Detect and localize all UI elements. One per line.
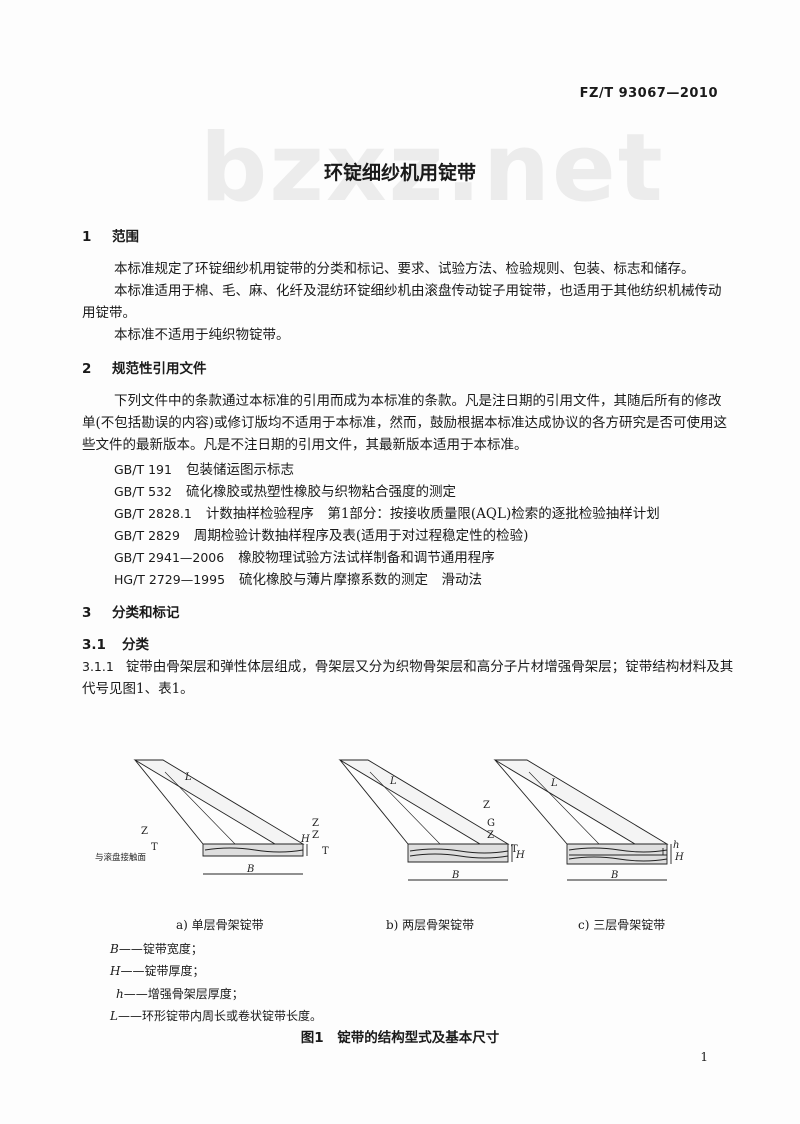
caption-a: a) 单层骨架锭带	[176, 918, 264, 932]
label-G: G	[487, 818, 495, 829]
watermark: bzxz.net	[200, 114, 665, 223]
figure-title: 图1 锭带的结构型式及基本尺寸	[300, 1030, 500, 1046]
section-title: 范围	[112, 229, 139, 245]
document-title: 环锭细纱机用锭带	[323, 162, 476, 184]
clause-number: 3.1.1	[82, 659, 114, 674]
label-contact-surface: 与滚盘接触面	[95, 852, 147, 863]
section-number: 2	[82, 361, 92, 377]
length-arrow	[164, 771, 236, 845]
paragraph: 本标准适用于棉、毛、麻、化纤及混纺环锭细纱机由滚盘传动锭子用锭带，也适用于其他纺…	[82, 283, 722, 321]
label-L: L	[550, 778, 558, 789]
fabric-layer-line	[568, 856, 668, 862]
label-h: h	[673, 840, 679, 851]
figure-c-three-layer: L Z G Z T H h B	[483, 759, 684, 881]
section-2-heading: 2 规范性引用文件	[82, 357, 207, 377]
caption-c: c) 三层骨架锭带	[578, 918, 666, 932]
paragraph: 本标准不适用于纯织物锭带。	[114, 327, 290, 343]
belt-cross-section	[566, 843, 668, 865]
standard-code: FZ/T 93067—2010	[579, 86, 718, 101]
label-L: L	[184, 772, 192, 783]
legend-item: H——锭带厚度；	[110, 964, 205, 978]
belt-edge-line	[494, 759, 568, 845]
belt-structure-figure: L Z T H B 与滚盘接触面 L Z Z T H B	[95, 759, 684, 881]
paragraph: 下列文件中的条款通过本标准的引用而成为本标准的条款。凡是注日期的引用文件，其随后…	[82, 393, 728, 453]
paragraph: 本标准规定了环锭细纱机用锭带的分类和标记、要求、试验方法、检验规则、包装、标志和…	[114, 261, 695, 277]
label-T: T	[151, 842, 158, 853]
page-number: 1	[700, 1050, 708, 1064]
label-H: H	[674, 852, 684, 863]
belt-cross-section	[407, 843, 509, 863]
section-title: 规范性引用文件	[112, 361, 207, 377]
label-B: B	[246, 864, 254, 875]
legend-item: B——锭带宽度；	[110, 942, 203, 956]
fabric-layer-line	[409, 848, 509, 854]
label-Z: Z	[141, 826, 148, 837]
length-arrow	[528, 771, 600, 845]
legend-item: L——环形锭带内周长或卷状锭带长度。	[110, 1009, 322, 1023]
legend-item: h——增强骨架层厚度；	[116, 987, 244, 1001]
label-Z: Z	[487, 830, 494, 841]
belt-top-surface	[493, 759, 669, 845]
label-Z: Z	[312, 830, 319, 841]
clause-text: 锭带由骨架层和弹性体层组成，骨架层又分为织物骨架层和高分子片材增强骨架层；锭带结…	[82, 659, 734, 697]
fabric-layer-line	[409, 853, 509, 859]
section-1-heading: 1 范围	[82, 225, 139, 245]
label-T: T	[511, 844, 518, 855]
section-number: 1	[82, 229, 92, 245]
fabric-layer-line	[204, 847, 304, 853]
section-title: 分类和标记	[112, 605, 180, 621]
label-Z: Z	[312, 818, 319, 829]
section-number: 3	[82, 605, 92, 621]
label-Z: Z	[483, 800, 490, 811]
figure-a-single-layer: L Z T H B 与滚盘接触面	[95, 759, 310, 875]
label-B: B	[610, 870, 618, 881]
caption-b: b) 两层骨架锭带	[386, 918, 475, 932]
label-L: L	[389, 776, 397, 787]
section-title: 分类	[122, 637, 149, 653]
length-arrow	[369, 771, 441, 845]
section-number: 3.1	[82, 637, 106, 653]
belt-top-surface	[133, 759, 305, 845]
label-B: B	[451, 870, 459, 881]
label-H: H	[300, 834, 310, 845]
label-T: T	[322, 846, 329, 857]
subsection-3-1-heading: 3.1 分类	[82, 633, 149, 653]
section-3-heading: 3 分类和标记	[82, 601, 180, 621]
fabric-layer-line	[568, 847, 668, 853]
figure-b-two-layer: L Z Z T H B	[312, 759, 525, 881]
belt-edge-line	[134, 759, 204, 845]
belt-edge-line	[339, 759, 409, 845]
label-H: H	[515, 850, 525, 861]
